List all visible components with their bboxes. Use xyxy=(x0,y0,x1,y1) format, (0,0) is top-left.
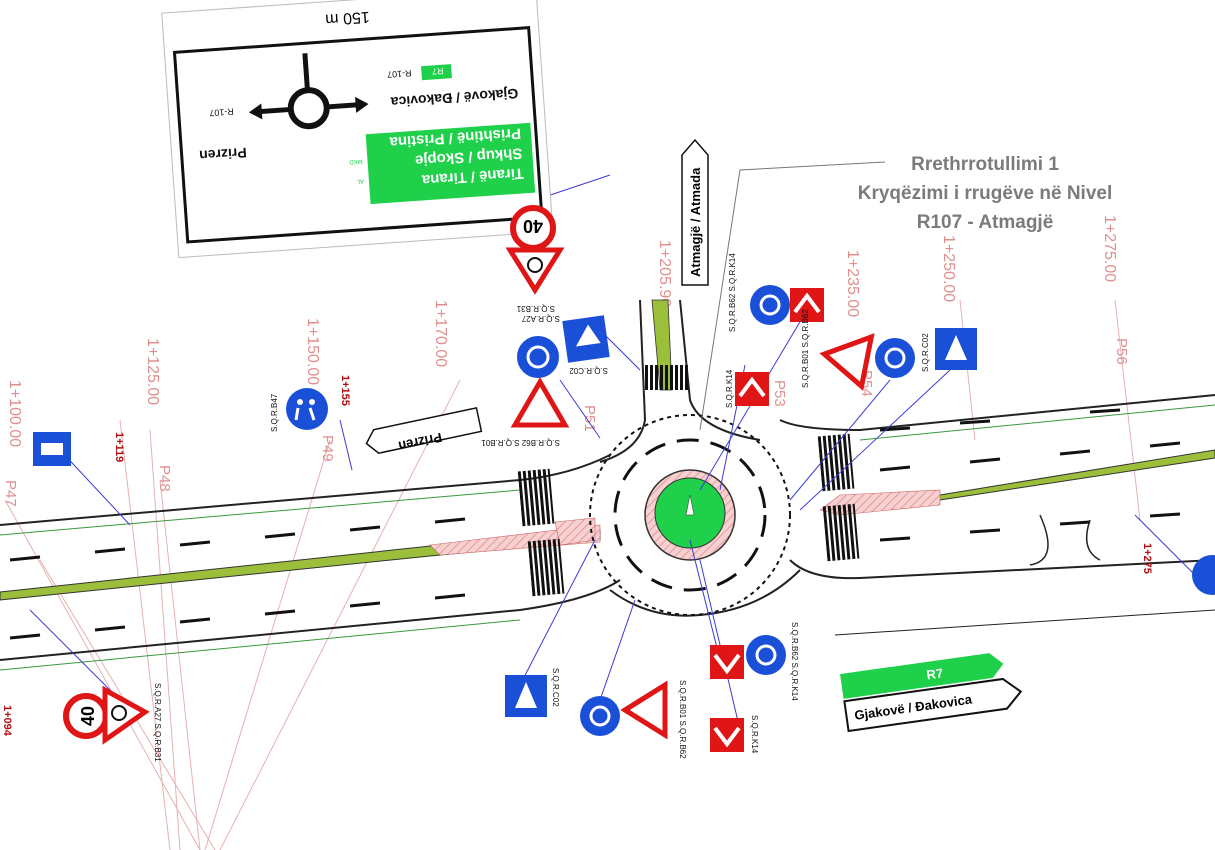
chainage-marks: 1+094 1+119 1+155 1+275 xyxy=(1,375,1153,737)
sign-code: S.Q.R.C02 xyxy=(921,333,930,372)
give-way-sign xyxy=(505,247,565,295)
roundabout-sign xyxy=(515,334,561,380)
station-label: 1+250.00 xyxy=(940,235,957,302)
station-label: 1+235.00 xyxy=(844,250,861,317)
station-label: 1+275.00 xyxy=(1101,215,1118,282)
sign-code: S.Q.R.C02 xyxy=(551,668,560,707)
profile-label: P48 xyxy=(156,465,173,492)
sign-code: S.Q.R.B62 S.Q.R.K14 xyxy=(728,253,737,332)
title-line-1: Rrethrrotullimi 1 xyxy=(911,154,1059,175)
roundabout-sign xyxy=(1192,555,1215,595)
title-line-2: Kryqëzimi i rrugëve në Nivel xyxy=(857,183,1113,204)
traffic-signs: 40 40 xyxy=(33,205,1215,752)
yield-sign xyxy=(819,333,875,392)
roundabout-sign xyxy=(746,635,786,675)
gjakove-green-badge: R7 xyxy=(925,665,944,682)
roundabout-sign xyxy=(875,338,915,378)
board-right-badge: R7 xyxy=(432,66,444,77)
profile-label: P47 xyxy=(2,480,19,507)
roundabout-pictogram-small xyxy=(527,257,543,273)
speed-limit-value: 40 xyxy=(78,706,98,726)
sign-code: S.Q.R.B62 S.Q.R.B01 xyxy=(481,438,560,447)
station-label: 1+150.00 xyxy=(304,318,321,385)
board-left-place: Prizren xyxy=(199,145,247,164)
board-badge-mk: MKD xyxy=(348,158,362,165)
profile-labels: P47 P48 P49 P51 P53 P54 P56 xyxy=(2,338,1130,507)
atmagje-arrow-sign: Atmagjë / Atmada xyxy=(681,138,709,286)
title-line-3: R107 - Atmagjë xyxy=(916,212,1054,233)
chainage-mark: 1+094 xyxy=(1,705,13,737)
profile-label: P56 xyxy=(1113,338,1130,365)
speed-limit-value: 40 xyxy=(523,216,543,236)
chainage-mark: 1+155 xyxy=(339,375,351,406)
lane-markings xyxy=(9,408,1181,640)
crosswalks xyxy=(517,365,860,597)
sign-code: S.Q.R.B62 S.Q.R.K14 xyxy=(790,622,799,701)
sign-code: S.Q.R.K14 xyxy=(725,369,734,408)
atmagje-arrow-label: Atmagjë / Atmada xyxy=(688,167,703,277)
plan-title: Rrethrrotullimi 1 Kryqëzimi i rrugëve në… xyxy=(820,150,1150,237)
chainage-mark: 1+275 xyxy=(1141,543,1153,574)
sign-code: S.Q.R.B01 S.Q.R.B62 xyxy=(678,680,687,759)
sign-code: S.Q.R.B01 S.Q.R.B62 xyxy=(801,309,810,388)
leader-lines xyxy=(29,174,1196,731)
yield-sign xyxy=(620,680,668,740)
profile-label: P53 xyxy=(771,380,788,407)
station-labels: 1+100.00 1+125.00 1+150.00 1+170.00 1+20… xyxy=(6,215,1118,447)
roundabout xyxy=(589,414,791,616)
roundabout-sign xyxy=(750,285,790,325)
pedestrian-path-sign xyxy=(286,388,328,430)
profile-label: P49 xyxy=(319,435,336,462)
profile-label: P51 xyxy=(581,405,598,432)
gjakove-arrow-sign: R7 Gjakovë / Đakovica xyxy=(840,653,1023,733)
board-distance: 150 m xyxy=(325,8,371,28)
roundabout-sign xyxy=(580,696,620,736)
station-label: 1+205.90 xyxy=(656,240,673,307)
board-right-route: R-107 xyxy=(387,68,412,80)
sign-code: S.Q.R.A27 S.Q.R.B31 xyxy=(153,683,162,762)
sign-code: S.Q.R.B47 xyxy=(270,393,279,432)
station-label: 1+170.00 xyxy=(432,300,449,367)
sign-code: S.Q.R.A27 xyxy=(521,314,560,323)
title-leader xyxy=(699,161,886,431)
station-label: 1+100.00 xyxy=(6,380,23,447)
yield-sign xyxy=(510,377,570,428)
direction-board: 150 m Tiranë / Tirana Shkup / Skopje Pri… xyxy=(161,0,554,259)
station-label: 1+125.00 xyxy=(144,338,161,405)
sign-code: S.Q.R.C02 xyxy=(569,366,608,375)
board-route-badge xyxy=(421,64,452,81)
board-left-route: R-107 xyxy=(209,106,234,118)
board-badge-al: AL xyxy=(356,178,364,185)
sign-code: S.Q.R.K14 xyxy=(750,715,759,754)
chainage-mark: 1+119 xyxy=(113,432,125,462)
sign-code: S.Q.R.B31 xyxy=(516,304,555,313)
prizren-arrow-sign: Prizren xyxy=(365,406,483,454)
sign-code-labels: S.Q.R.B31 S.Q.R.A27 S.Q.R.C02 S.Q.R.B62 … xyxy=(153,253,930,763)
